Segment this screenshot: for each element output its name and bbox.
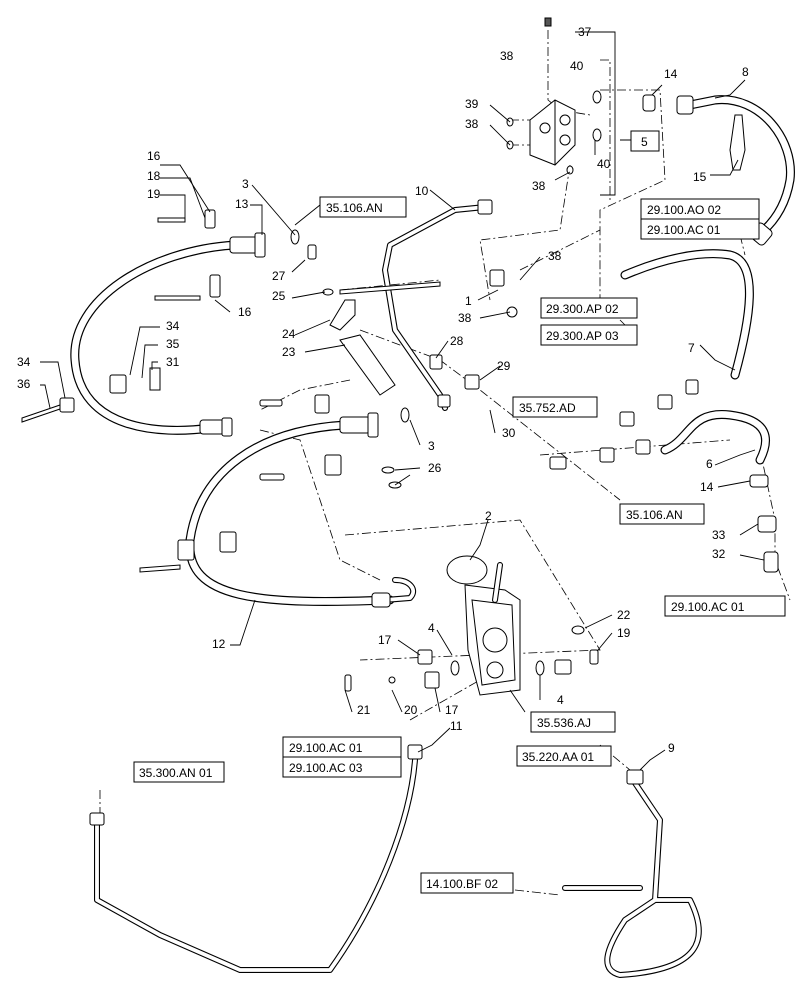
callout-28: 28 bbox=[450, 334, 464, 348]
callout-2: 2 bbox=[485, 509, 492, 523]
callout-34: 34 bbox=[17, 355, 31, 369]
callout-17: 17 bbox=[378, 633, 392, 647]
callout-16: 16 bbox=[147, 149, 161, 163]
ref-35-106-an: 35.106.AN bbox=[326, 201, 383, 215]
callout-19: 19 bbox=[147, 187, 161, 201]
callout-39: 39 bbox=[465, 97, 479, 111]
callout-10: 10 bbox=[415, 184, 429, 198]
ref-29-100-ac-01: 29.100.AC 01 bbox=[671, 600, 745, 614]
tube-11 bbox=[89, 744, 423, 973]
leader-lines bbox=[40, 31, 765, 771]
callout-31: 31 bbox=[166, 355, 180, 369]
valve-block-5 bbox=[506, 17, 602, 175]
callout-3: 3 bbox=[428, 439, 435, 453]
callout-38: 38 bbox=[465, 117, 479, 131]
callout-40: 40 bbox=[597, 157, 611, 171]
tube-9 bbox=[562, 769, 702, 978]
ref-35-220-aa-01: 35.220.AA 01 bbox=[522, 750, 594, 764]
callout-40: 40 bbox=[570, 59, 584, 73]
callout-38: 38 bbox=[532, 179, 546, 193]
callout-3: 3 bbox=[242, 177, 249, 191]
callout-33: 33 bbox=[712, 528, 726, 542]
callout-20: 20 bbox=[404, 703, 418, 717]
ref-29-100-ac-01: 29.100.AC 01 bbox=[289, 741, 363, 755]
callout-labels: 37 38 40 14 8 39 38 40 15 38 16 18 19 3 … bbox=[17, 25, 749, 755]
callout-13: 13 bbox=[235, 197, 249, 211]
callout-30: 30 bbox=[502, 426, 516, 440]
ref-29-300-ap-03: 29.300.AP 03 bbox=[546, 329, 619, 343]
hose-6 bbox=[660, 409, 770, 465]
callout-4: 4 bbox=[557, 693, 564, 707]
hose-7 bbox=[620, 249, 754, 380]
callout-14: 14 bbox=[664, 67, 678, 81]
callout-1: 1 bbox=[465, 294, 472, 308]
callout-36: 36 bbox=[17, 377, 31, 391]
callout-19: 19 bbox=[617, 626, 631, 640]
ref-35-752-ad: 35.752.AD bbox=[519, 401, 576, 415]
callout-35: 35 bbox=[166, 337, 180, 351]
callout-38: 38 bbox=[458, 311, 472, 325]
clip-14-15 bbox=[642, 94, 746, 171]
hydraulic-pump bbox=[344, 555, 599, 696]
reference-boxes: 5 35.106.AN 29.100.AO 02 29.100.AC 01 29… bbox=[133, 130, 786, 894]
hose-12 bbox=[185, 412, 417, 608]
callout-9: 9 bbox=[668, 741, 675, 755]
connectors-right bbox=[549, 379, 779, 573]
bracket-23-24 bbox=[329, 281, 443, 396]
callout-18: 18 bbox=[147, 169, 161, 183]
callout-38: 38 bbox=[548, 249, 562, 263]
ref-14-100-bf-02: 14.100.BF 02 bbox=[426, 877, 498, 891]
callout-37: 37 bbox=[578, 25, 592, 39]
callout-6: 6 bbox=[706, 457, 713, 471]
callout-22: 22 bbox=[617, 608, 631, 622]
callout-38: 38 bbox=[500, 49, 514, 63]
clamps-middle bbox=[139, 269, 518, 573]
hose-13 bbox=[70, 232, 266, 437]
callout-25: 25 bbox=[272, 289, 286, 303]
ref-35-300-an-01: 35.300.AN 01 bbox=[139, 766, 213, 780]
callout-27: 27 bbox=[272, 269, 286, 283]
callout-32: 32 bbox=[712, 547, 726, 561]
callout-17: 17 bbox=[445, 703, 459, 717]
callout-23: 23 bbox=[282, 345, 296, 359]
callout-8: 8 bbox=[742, 65, 749, 79]
callout-12: 12 bbox=[212, 637, 226, 651]
ref-29-100-ac-01: 29.100.AC 01 bbox=[647, 223, 721, 237]
ref-29-100-ac-03: 29.100.AC 03 bbox=[289, 761, 363, 775]
callout-21: 21 bbox=[357, 703, 371, 717]
callout-24: 24 bbox=[282, 327, 296, 341]
callout-4: 4 bbox=[428, 621, 435, 635]
callout-16: 16 bbox=[238, 305, 252, 319]
callout-29: 29 bbox=[497, 359, 511, 373]
fasteners-left bbox=[21, 209, 334, 423]
callout-15: 15 bbox=[693, 170, 707, 184]
ref-35-106-an: 35.106.AN bbox=[626, 508, 683, 522]
ref-29-100-ao-02: 29.100.AO 02 bbox=[647, 203, 721, 217]
callout-11: 11 bbox=[450, 719, 463, 733]
callout-7: 7 bbox=[688, 341, 695, 355]
ref-29-300-ap-02: 29.300.AP 02 bbox=[546, 302, 619, 316]
ref-35-536-aj: 35.536.AJ bbox=[537, 716, 591, 730]
callout-26: 26 bbox=[428, 461, 442, 475]
callout-14: 14 bbox=[700, 480, 714, 494]
ref-5: 5 bbox=[641, 135, 648, 149]
callout-34: 34 bbox=[166, 319, 180, 333]
